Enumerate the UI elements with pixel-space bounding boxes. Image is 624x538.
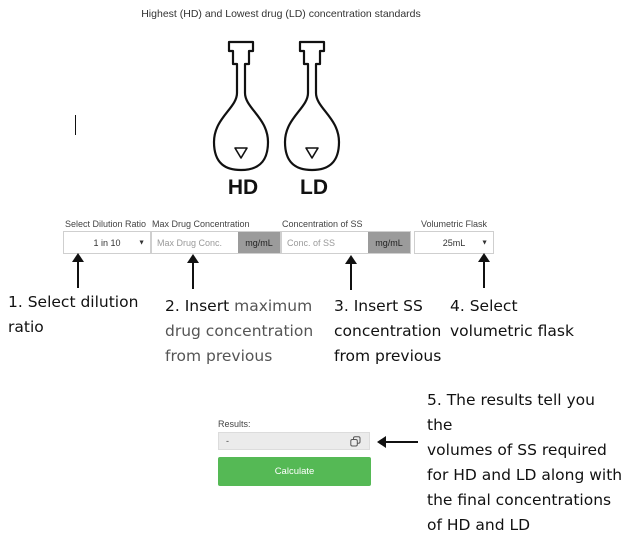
text-cursor — [75, 115, 76, 135]
hd-flask-icon — [212, 40, 270, 172]
step-2-line: drug concentration — [165, 322, 314, 340]
arrow-up-icon — [72, 253, 84, 288]
step-4-line: 4. Select — [450, 297, 518, 315]
step-2-line: 2. Insert — [165, 297, 235, 315]
max-drug-label: Max Drug Concentration — [152, 219, 250, 229]
results-label: Results: — [218, 419, 251, 429]
max-drug-input[interactable] — [152, 232, 238, 253]
arrow-left-icon — [377, 436, 418, 448]
step-5-line: of HD and LD — [427, 516, 531, 534]
arrow-up-icon — [187, 254, 199, 289]
step-5-line: the final concentrations — [427, 491, 612, 509]
step-5-line: volumes of SS required — [427, 441, 607, 459]
step-3-line: from previous — [334, 347, 442, 365]
step-5-line: for HD and LD along with — [427, 466, 623, 484]
calculate-button[interactable]: Calculate — [218, 457, 371, 486]
step-2-line: maximum — [234, 297, 313, 315]
step-5-note: 5. The results tell you the volumes of S… — [427, 388, 624, 538]
flask-label: Volumetric Flask — [421, 219, 488, 229]
step-2-line: from previous — [165, 347, 273, 365]
step-4-note: 4. Select volumetric flask — [450, 294, 574, 344]
ld-label: LD — [300, 176, 328, 199]
step-1-line: ratio — [8, 318, 44, 336]
step-1-line: 1. Select dilution — [8, 293, 139, 311]
ss-conc-unit: mg/mL — [368, 232, 410, 253]
results-output[interactable]: - — [218, 432, 370, 450]
dilution-ratio-label: Select Dilution Ratio — [65, 219, 147, 229]
copy-icon[interactable] — [350, 436, 361, 447]
chevron-down-icon: ▼ — [481, 239, 488, 246]
pointer-arrows — [72, 253, 490, 290]
max-drug-field: mg/mL — [151, 231, 281, 254]
step-2-note: 2. Insert maximum drug concentration fro… — [165, 294, 313, 369]
volumetric-flask-select[interactable]: 25mL ▼ — [414, 231, 494, 254]
dilution-ratio-select[interactable]: 1 in 10 ▼ — [63, 231, 151, 254]
arrow-up-icon — [478, 253, 490, 288]
step-5-line: 5. The results tell you the — [427, 391, 595, 434]
step-3-line: concentration — [334, 322, 442, 340]
arrow-up-icon — [345, 255, 357, 290]
step-1-note: 1. Select dilution ratio — [8, 290, 138, 340]
volumetric-flask-value: 25mL — [442, 237, 466, 248]
ss-conc-field: mg/mL — [281, 231, 411, 254]
chevron-down-icon: ▼ — [138, 239, 145, 246]
page-title: Highest (HD) and Lowest drug (LD) concen… — [141, 8, 421, 20]
ss-conc-label: Concentration of SS — [282, 219, 363, 229]
step-4-line: volumetric flask — [450, 322, 574, 340]
ld-flask-icon — [283, 40, 341, 172]
step-3-note: 3. Insert SS concentration from previous — [334, 294, 441, 369]
flasks-illustration — [212, 40, 341, 172]
results-value: - — [226, 436, 229, 446]
hd-label: HD — [227, 176, 259, 199]
dilution-ratio-value: 1 in 10 — [93, 237, 121, 248]
step-3-line: 3. Insert SS — [334, 297, 423, 315]
ss-conc-input[interactable] — [282, 232, 368, 253]
max-drug-unit: mg/mL — [238, 232, 280, 253]
